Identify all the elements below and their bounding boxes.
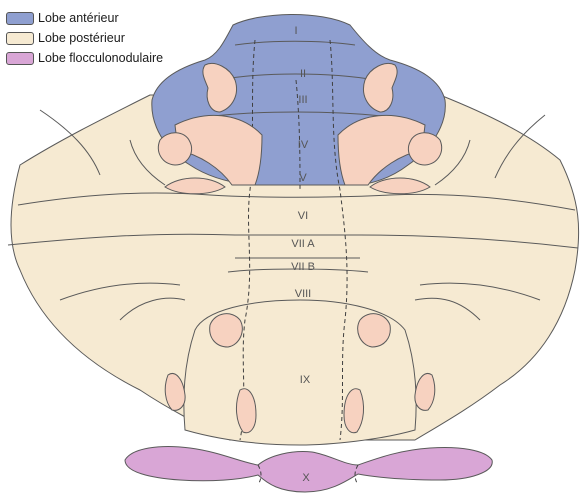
lobule-label-vi: VI xyxy=(298,210,308,222)
flocculonodular-lobe xyxy=(125,447,492,493)
legend-label-posterior: Lobe postérieur xyxy=(38,31,125,45)
lobule-label-viia: VII A xyxy=(291,238,315,250)
legend-swatch-flocculonodular xyxy=(6,52,34,65)
lobule-label-viib: VII B xyxy=(291,261,315,273)
lobule-label-ii: II xyxy=(300,68,306,80)
lobule-label-v: V xyxy=(299,172,307,184)
lobule-label-viii: VIII xyxy=(295,288,312,300)
lobule-label-ix: IX xyxy=(300,374,311,386)
left-hand xyxy=(158,133,191,165)
right-hand xyxy=(408,133,441,165)
lobule-label-iv: IV xyxy=(298,139,309,151)
legend-label-anterior: Lobe antérieur xyxy=(38,11,119,25)
legend: Lobe antérieur Lobe postérieur Lobe floc… xyxy=(6,8,163,68)
legend-swatch-anterior xyxy=(6,12,34,25)
legend-item-posterior: Lobe postérieur xyxy=(6,28,163,48)
lobule-label-i: I xyxy=(294,25,297,37)
right-lower-hand xyxy=(358,314,391,347)
lobule-label-x: X xyxy=(302,472,310,484)
lobule-label-iii: III xyxy=(298,94,307,106)
legend-item-flocculonodular: Lobe flocculonodulaire xyxy=(6,48,163,68)
left-lower-hand xyxy=(210,314,243,347)
legend-swatch-posterior xyxy=(6,32,34,45)
legend-item-anterior: Lobe antérieur xyxy=(6,8,163,28)
legend-label-flocculonodular: Lobe flocculonodulaire xyxy=(38,51,163,65)
